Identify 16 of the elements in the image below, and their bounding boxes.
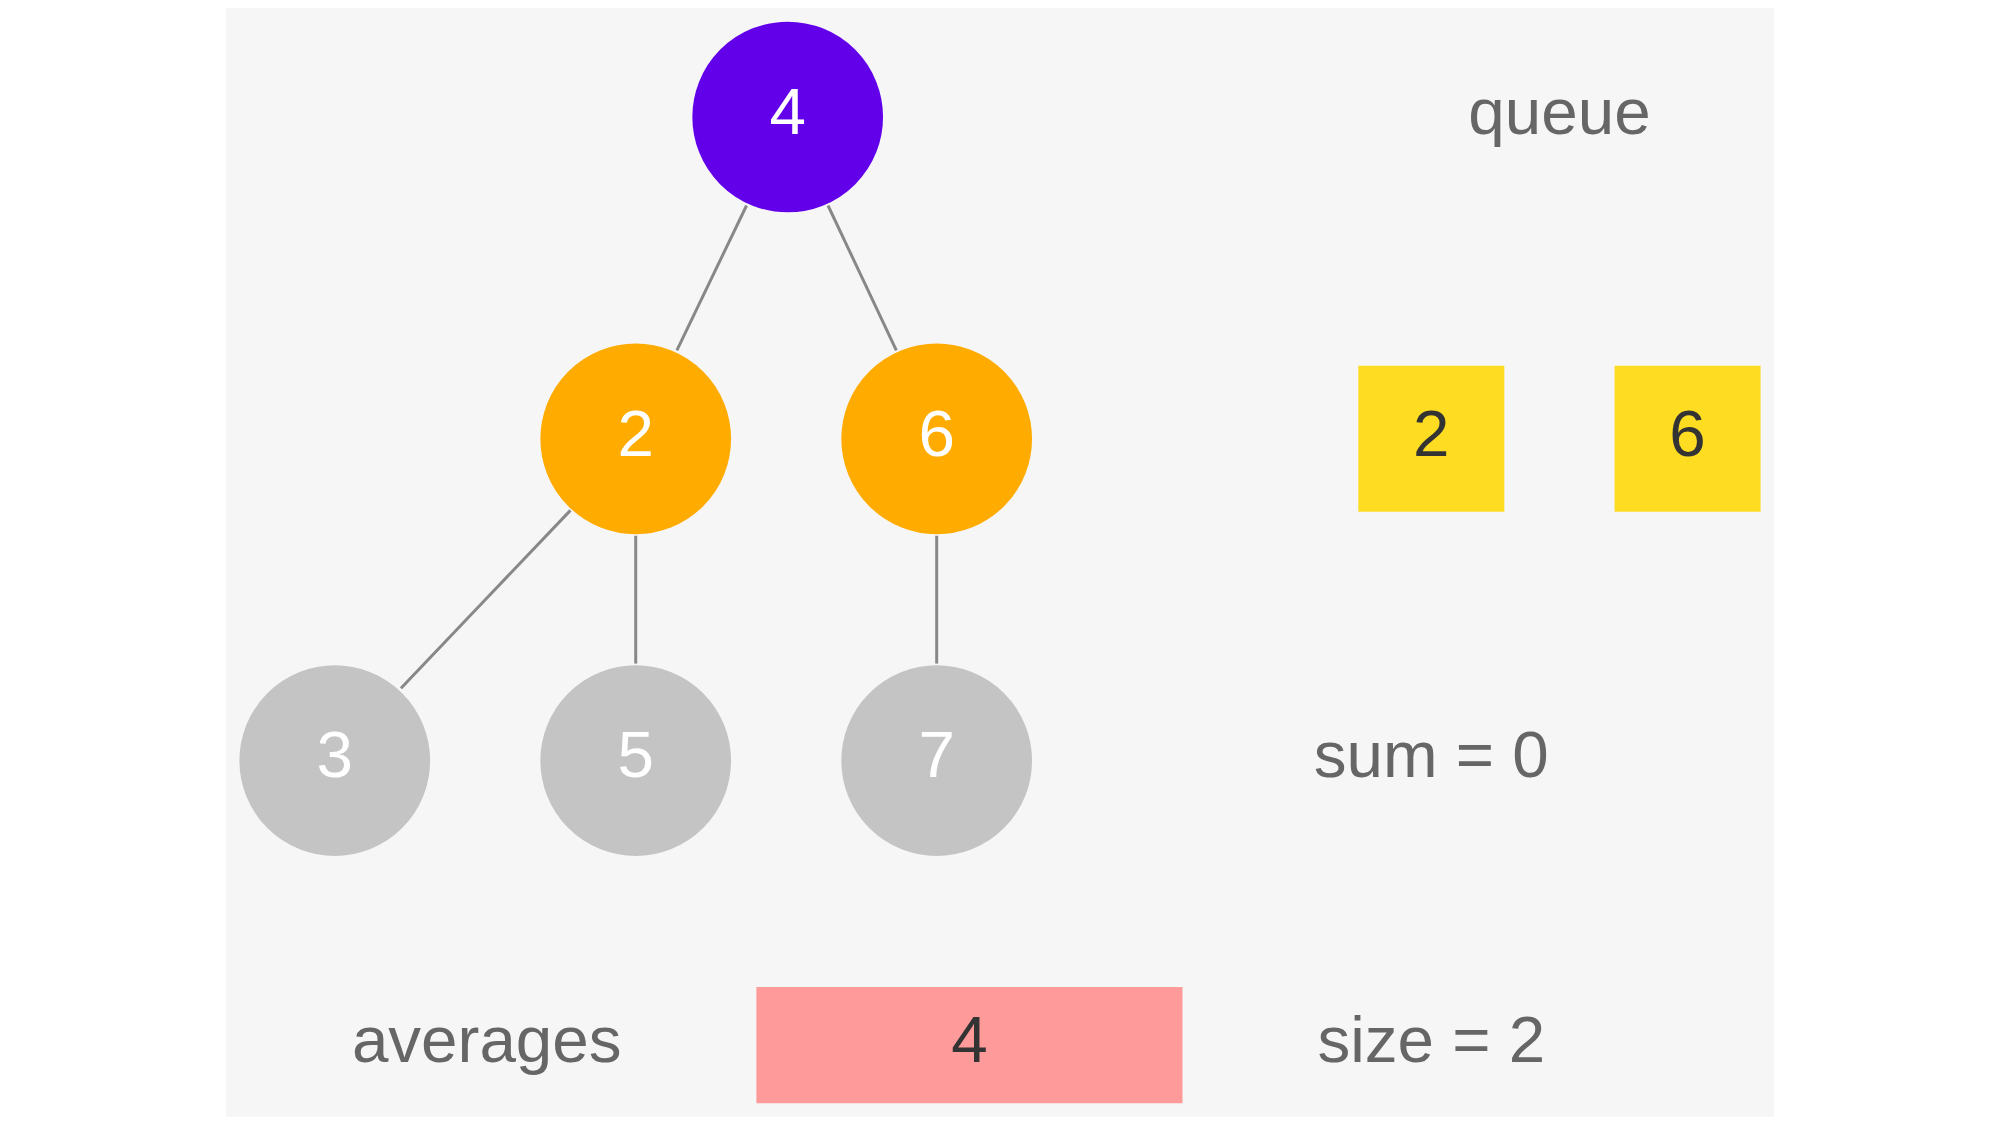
- connector: [634, 535, 638, 664]
- label: queue: [1468, 74, 1651, 148]
- node-circle: 4: [689, 18, 886, 216]
- node-circle: 6: [838, 340, 1035, 538]
- node-circle: 2: [537, 340, 735, 538]
- connector: [399, 509, 572, 690]
- node-label: averages: [351, 1002, 622, 1076]
- connector: [675, 204, 748, 351]
- node-circle: 7: [838, 662, 1035, 859]
- node-box: 4: [753, 984, 1186, 1107]
- connector: [935, 535, 939, 664]
- label: sum = 0: [1313, 718, 1549, 792]
- node-box: 2: [1355, 362, 1508, 515]
- label: size = 2: [1317, 1002, 1546, 1076]
- connector: [826, 204, 898, 351]
- node-box: 6: [1611, 362, 1764, 515]
